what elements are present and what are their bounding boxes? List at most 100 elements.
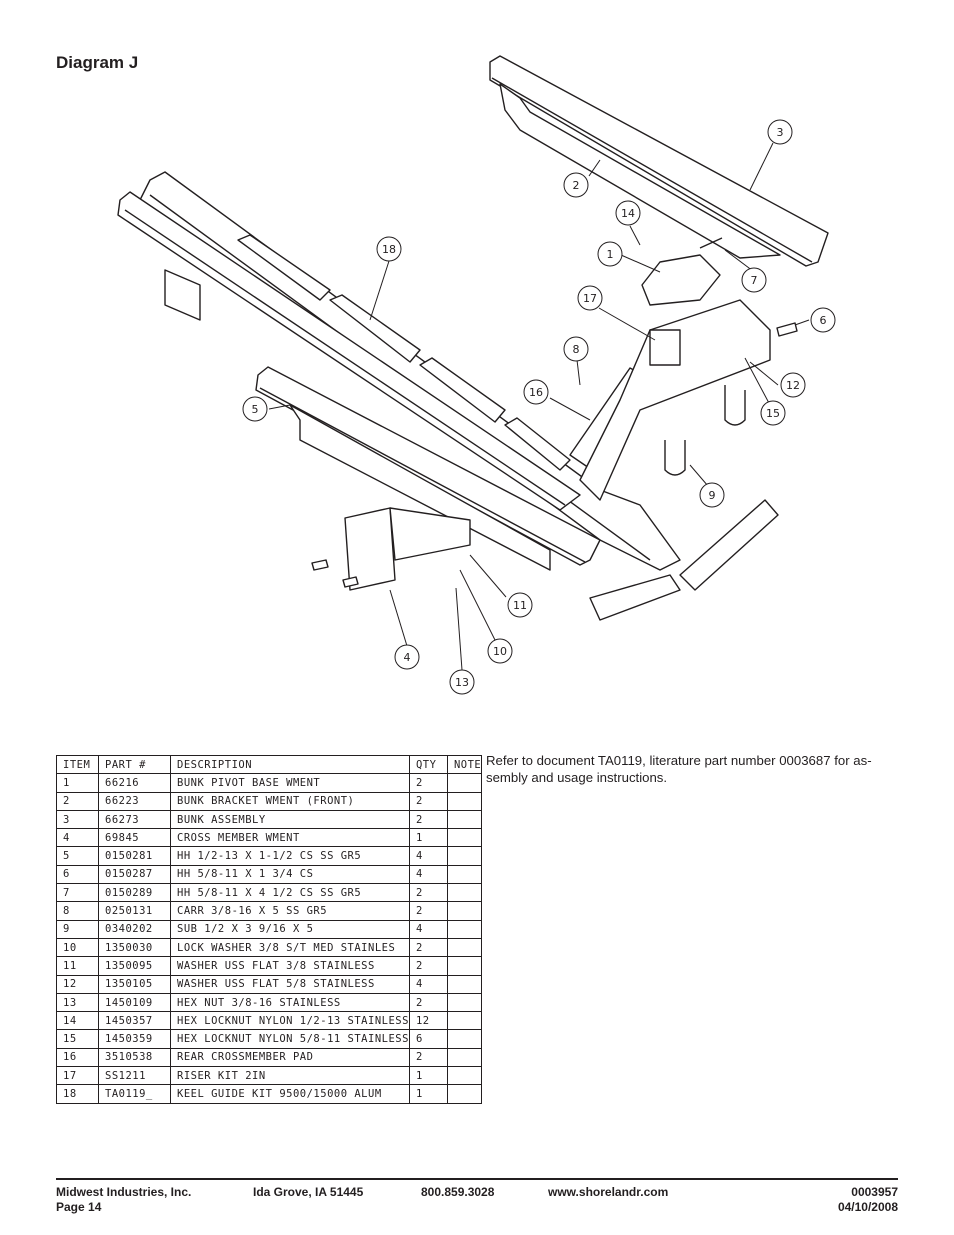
cell-description: HEX LOCKNUT NYLON 1/2-13 STAINLESS (170, 1011, 410, 1031)
cell-item: 9 (56, 919, 99, 939)
callout-12 (780, 372, 806, 398)
cell-part-number: 1350030 (98, 937, 171, 958)
cell-description: SUB 1/2 X 3 9/16 X 5 (170, 919, 410, 939)
callout-10-label: 10 (493, 645, 507, 658)
callout-14 (615, 200, 641, 226)
footer-doc-block: 0003957 04/10/2008 (838, 1185, 898, 1215)
callout-3 (767, 119, 793, 145)
cell-note (446, 1029, 483, 1049)
cell-item: 3 (56, 809, 99, 830)
cell-item: 1 (56, 773, 99, 793)
footer-phone: 800.859.3028 (421, 1185, 495, 1199)
cell-description: CARR 3/8-16 X 5 SS GR5 (170, 901, 410, 921)
cell-item: 8 (56, 901, 99, 921)
callout-13 (449, 669, 475, 695)
cell-note (446, 809, 483, 830)
footer-divider (56, 1178, 898, 1180)
cell-qty: 2 (408, 773, 448, 793)
cell-part-number: 0150289 (98, 883, 171, 903)
callout-13-label: 13 (455, 676, 469, 689)
cell-part-number: 0150287 (98, 864, 171, 885)
cell-note (446, 937, 483, 958)
cell-description: LOCK WASHER 3/8 S/T MED STAINLES (170, 937, 410, 958)
callout-18-label: 18 (382, 243, 396, 256)
cell-qty: 1 (408, 1066, 448, 1086)
cell-qty: 12 (408, 1011, 448, 1031)
cell-note (446, 956, 483, 976)
cell-part-number: TA0119_ (98, 1084, 171, 1104)
cell-part-number: 66216 (98, 773, 171, 793)
footer-website: www.shorelandr.com (548, 1185, 669, 1199)
callout-14-label: 14 (621, 207, 635, 220)
cell-item: 2 (56, 791, 99, 811)
cell-description: HH 5/8-11 X 1 3/4 CS (170, 864, 410, 885)
callout-11-label: 11 (513, 599, 527, 612)
cell-description: BUNK BRACKET WMENT (FRONT) (170, 791, 410, 811)
cell-qty: 4 (408, 974, 448, 994)
cell-item: 15 (56, 1029, 99, 1049)
cell-description: CROSS MEMBER WMENT (170, 828, 410, 848)
cell-item: 13 (56, 992, 99, 1013)
cell-description: HEX NUT 3/8-16 STAINLESS (170, 992, 410, 1013)
cell-part-number: SS1211 (98, 1066, 171, 1086)
cell-qty: 2 (408, 791, 448, 811)
table-header-row: ITEM PART # DESCRIPTION QTY NOTE (56, 754, 483, 775)
cell-description: BUNK ASSEMBLY (170, 809, 410, 830)
header-note: NOTE (446, 754, 483, 775)
callout-8 (563, 336, 589, 362)
cell-qty: 1 (408, 1084, 448, 1104)
callout-4-label: 4 (404, 651, 411, 664)
cell-note (446, 846, 483, 866)
callout-11 (507, 592, 533, 618)
cell-description: HEX LOCKNUT NYLON 5/8-11 STAINLESS (170, 1029, 410, 1049)
cell-part-number: 3510538 (98, 1047, 171, 1068)
callout-10 (487, 638, 513, 664)
footer-date: 04/10/2008 (837, 1200, 898, 1214)
callout-2-label: 2 (573, 179, 580, 192)
footer-page-number: Page 14 (56, 1200, 102, 1214)
callout-1 (597, 241, 623, 267)
cell-description: KEEL GUIDE KIT 9500/15000 ALUM (170, 1084, 410, 1104)
callout-12-label: 12 (786, 379, 800, 392)
cell-part-number: 1450357 (98, 1011, 171, 1031)
header-item: ITEM (56, 754, 99, 775)
callout-6 (810, 307, 836, 333)
cell-description: WASHER USS FLAT 5/8 STAINLESS (170, 974, 410, 994)
cell-description: HH 1/2-13 X 1-1/2 CS SS GR5 (170, 846, 410, 866)
callout-15-label: 15 (766, 407, 780, 420)
callout-3-label: 3 (777, 126, 784, 139)
cell-item: 4 (56, 828, 99, 848)
cell-item: 11 (56, 956, 99, 976)
cell-description: WASHER USS FLAT 3/8 STAINLESS (170, 956, 410, 976)
footer-company-block: Midwest Industries, Inc. Page 14 (56, 1185, 191, 1215)
cell-description: REAR CROSSMEMBER PAD (170, 1047, 410, 1068)
cell-note (446, 1047, 483, 1068)
callout-17 (577, 285, 603, 311)
callout-5 (242, 396, 268, 422)
cell-part-number: 1350095 (98, 956, 171, 976)
cell-note (446, 1066, 483, 1086)
cell-qty: 4 (408, 864, 448, 885)
cell-qty: 2 (408, 809, 448, 830)
cell-description: BUNK PIVOT BASE WMENT (170, 773, 410, 793)
callout-7-label: 7 (751, 274, 758, 287)
callout-16-label: 16 (529, 386, 543, 399)
cell-part-number: 69845 (98, 828, 171, 848)
callout-16 (523, 379, 549, 405)
cell-part-number: 0250131 (98, 901, 171, 921)
